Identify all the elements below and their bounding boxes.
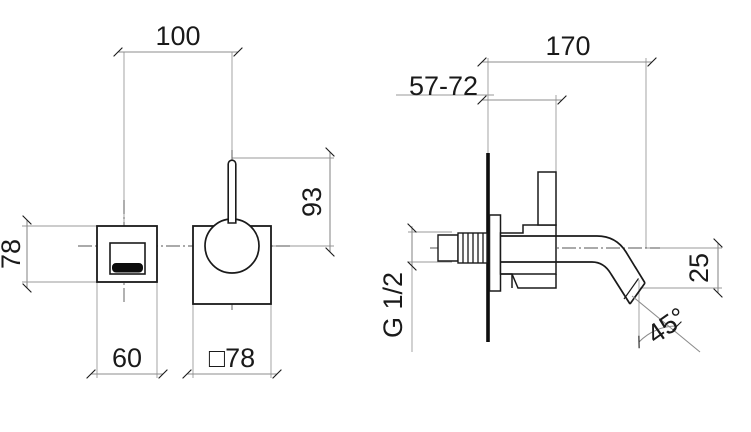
dimension-78-height: 78 bbox=[0, 215, 32, 293]
dimension-g-half-label: G 1/2 bbox=[378, 272, 408, 338]
spout-aerator-edge bbox=[623, 278, 639, 300]
escutcheon-flange bbox=[488, 214, 502, 292]
dimension-25-label: 25 bbox=[684, 253, 714, 283]
front-view-right-plate bbox=[192, 159, 272, 305]
mixer-lever-stem bbox=[537, 171, 557, 226]
dimension-25: 25 bbox=[684, 238, 723, 298]
dimension-93: 93 bbox=[297, 147, 335, 257]
dimension-170-label: 170 bbox=[545, 31, 590, 61]
dimension-square-78: □78 bbox=[182, 343, 282, 379]
handle-base-circle bbox=[204, 218, 260, 274]
spout-upper-edge bbox=[500, 235, 646, 284]
dimension-square-78-label: □78 bbox=[209, 343, 255, 373]
dimension-g-half: G 1/2 bbox=[378, 223, 417, 338]
dimension-57-72-label: 57-72 bbox=[409, 71, 478, 101]
angle-arc bbox=[638, 321, 682, 349]
inlet-pipe bbox=[437, 234, 459, 262]
dimension-170: 170 bbox=[477, 31, 657, 67]
left-plate-lever-bar bbox=[112, 263, 143, 273]
mixer-body-block bbox=[499, 224, 557, 275]
front-view: 100 78 93 60 □78 bbox=[0, 21, 335, 379]
front-view-left-plate bbox=[96, 225, 158, 283]
handle-lever-rod bbox=[227, 159, 237, 224]
inlet-thread-hatching bbox=[462, 233, 484, 263]
spout-lower-edge bbox=[500, 261, 631, 305]
dimension-60-label: 60 bbox=[112, 343, 142, 373]
dimension-93-label: 93 bbox=[297, 187, 327, 217]
dimension-78-height-label: 78 bbox=[0, 239, 26, 269]
dimension-57-72: 57-72 bbox=[409, 71, 567, 105]
wall-escutcheon bbox=[488, 214, 502, 292]
mixer-lower-flange bbox=[500, 273, 557, 289]
dimension-60: 60 bbox=[86, 343, 168, 379]
dimension-100: 100 bbox=[113, 21, 243, 57]
dimension-100-label: 100 bbox=[155, 21, 200, 51]
wall-section-line bbox=[486, 153, 490, 342]
spout bbox=[500, 235, 646, 305]
side-view: 170 57-72 G 1/2 25 45° bbox=[378, 31, 723, 353]
spout-outlet-face bbox=[629, 282, 646, 305]
